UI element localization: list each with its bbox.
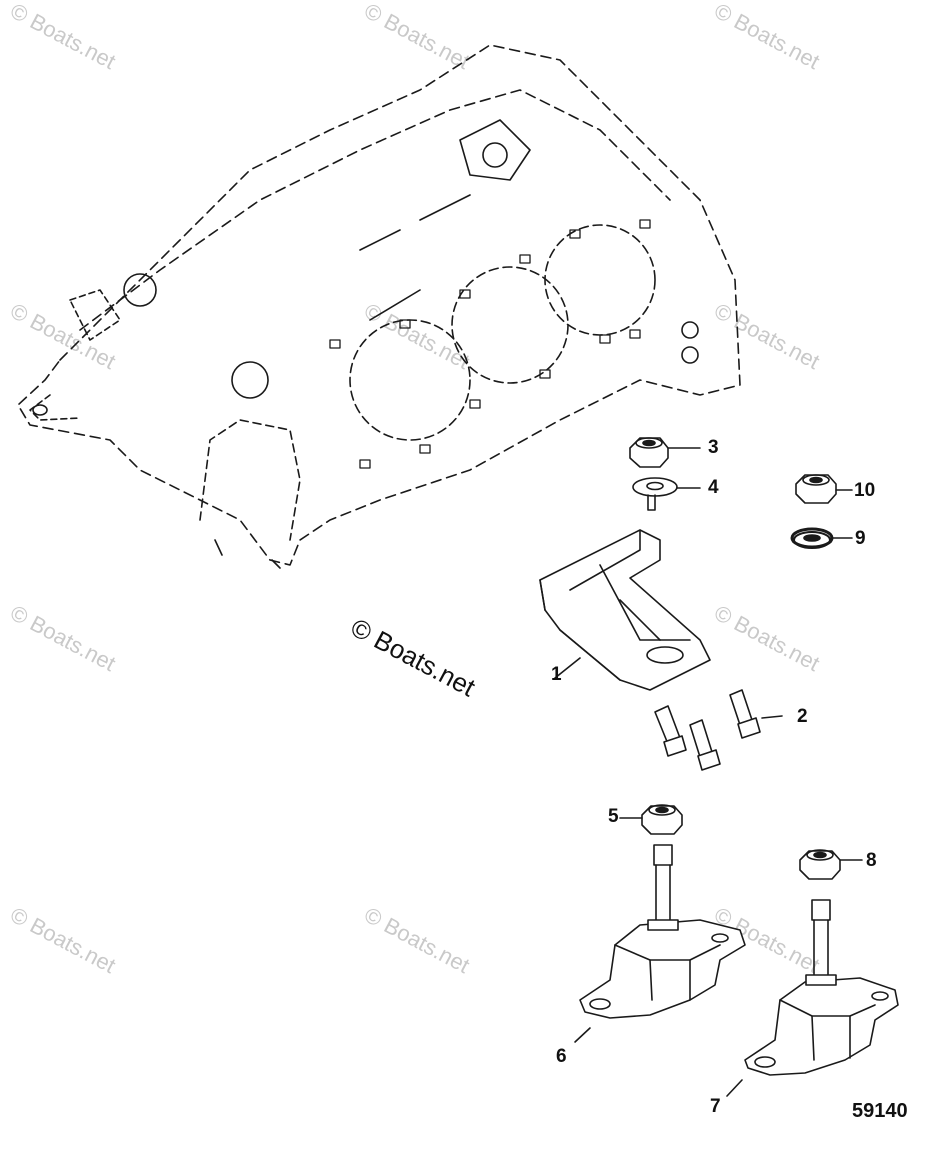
- callout-1: 1: [551, 664, 562, 685]
- bolt: [729, 689, 783, 739]
- mount-nut: [619, 804, 683, 835]
- hex-nut: [795, 474, 853, 504]
- elastic-nut: [629, 437, 701, 468]
- callout-9: 9: [855, 528, 866, 549]
- callout-6: 6: [556, 1046, 567, 1067]
- callout-3: 3: [708, 437, 719, 458]
- mount-nut: [799, 849, 863, 880]
- tab-washer: [632, 477, 701, 511]
- callout-2: 2: [797, 706, 808, 727]
- callout-10: 10: [854, 480, 876, 501]
- figure-number: 59140: [852, 1100, 908, 1122]
- bolt: [689, 719, 721, 771]
- engine-block: [17, 44, 741, 569]
- callout-8: 8: [866, 850, 877, 871]
- lock-washer: [790, 527, 853, 549]
- callout-5: 5: [608, 806, 619, 827]
- engine-mount: [726, 899, 899, 1097]
- callout-4: 4: [708, 477, 719, 498]
- bolt: [654, 705, 687, 757]
- mount-bracket: [539, 529, 711, 691]
- callout-7: 7: [710, 1096, 721, 1117]
- engine-mount: [574, 844, 746, 1043]
